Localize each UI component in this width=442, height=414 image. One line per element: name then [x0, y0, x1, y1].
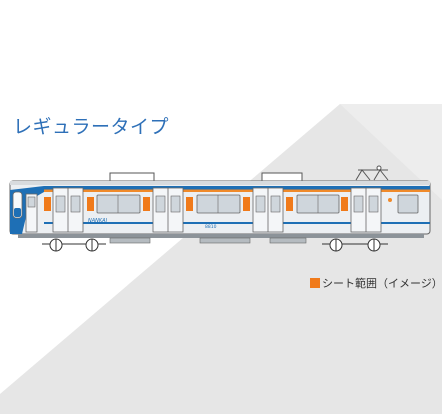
nankai-logo: NANKAI [88, 218, 108, 224]
underframe [18, 234, 424, 238]
roof-equipment [109, 172, 303, 182]
seat-markers [44, 197, 348, 211]
legend-label: シート範囲（イメージ） [322, 277, 442, 290]
pantograph [355, 165, 389, 181]
door-windows [55, 195, 379, 213]
page-title: レギュラータイプ [13, 116, 170, 138]
orange-stripe [44, 189, 430, 192]
emblem-icon [388, 198, 392, 202]
train-car-illustration: NANKAI 8810 [9, 165, 431, 252]
blue-stripe [44, 186, 430, 190]
seat-range-swatch [310, 278, 320, 288]
bogies [42, 238, 388, 252]
legend: シート範囲（イメージ） [310, 275, 442, 291]
cab-door [25, 193, 38, 233]
car-number: 8810 [205, 224, 217, 230]
